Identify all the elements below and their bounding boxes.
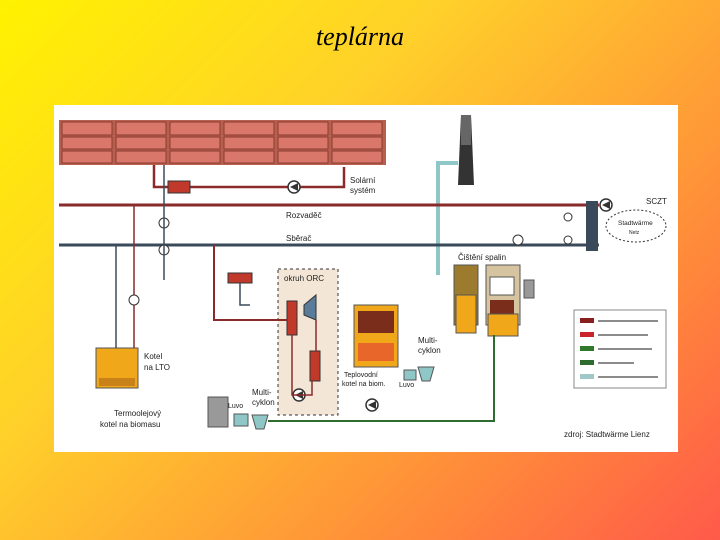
- multicyklon-right-label-1: Multi-: [418, 336, 438, 345]
- legend-swatch-1: [580, 318, 594, 323]
- termoolejovy-label-1: Termoolejový: [114, 409, 161, 418]
- lto-pump-icon: [128, 294, 140, 306]
- orc-piping: [291, 320, 317, 396]
- luvo-right-label: Luvo: [399, 382, 414, 389]
- sczt-pump-arrow: [602, 201, 610, 209]
- hot-water-boiler-fire: [358, 343, 394, 361]
- solar-label-2: systém: [350, 186, 376, 195]
- flue-filter-2-bottom: [490, 300, 514, 314]
- orc-supply-pipe: [213, 245, 287, 321]
- left-exchanger-pipe: [239, 283, 250, 306]
- multicyklon-right: [417, 366, 435, 382]
- header-valves: [158, 212, 573, 256]
- luvo-right: [403, 369, 417, 381]
- cisteni-label: Čištění spalin: [458, 253, 506, 262]
- legend: [573, 309, 667, 389]
- sberac-label: Sběrač: [286, 234, 311, 243]
- thermal-oil-boiler: [207, 396, 229, 428]
- termoolejovy-label-2: kotel na biomasu: [100, 420, 160, 429]
- solar-collectors: [59, 120, 386, 165]
- multicyklon-left-label-1: Multi-: [252, 388, 272, 397]
- orc-heat-exchanger-2: [309, 350, 321, 382]
- orc-label: okruh ORC: [284, 274, 324, 283]
- sczt-connector: [586, 201, 598, 251]
- flue-filter-2-window: [489, 276, 515, 296]
- bottom-pump-arrow: [368, 401, 376, 409]
- luvo-left: [233, 413, 249, 427]
- sczt-label: SCZT: [646, 197, 667, 206]
- stadtwarme-label-1: Stadtwärme: [618, 220, 653, 227]
- legend-swatch-2: [580, 332, 594, 337]
- district-heating-network: [605, 209, 667, 243]
- legend-swatch-3: [580, 346, 594, 351]
- kotel-lto-label-1: Kotel: [144, 352, 162, 361]
- solar-pump-arrow: [290, 183, 298, 191]
- chimney-top: [461, 115, 471, 145]
- orc-circuit-box: [277, 268, 339, 416]
- orc-heat-exchanger-1: [286, 300, 298, 336]
- teplovodni-label-2: kotel na biom.: [342, 381, 386, 388]
- teplovodni-label-1: Teplovodní: [344, 372, 378, 379]
- legend-swatch-5: [580, 374, 594, 379]
- solar-label-1: Solární: [350, 176, 376, 185]
- flue-gas-duct: [436, 161, 458, 275]
- left-heat-exchanger: [227, 272, 253, 284]
- hot-water-boiler-top: [358, 311, 394, 333]
- diagram-svg: Solární systém Rozvaděč Sběrač SCZT Stad…: [59, 115, 667, 439]
- flue-gas-return-line: [268, 335, 495, 422]
- legend-swatch-4: [580, 360, 594, 365]
- source-label: zdroj: Stadtwärme Lienz: [564, 430, 650, 439]
- rozvadec-label: Rozvaděč: [286, 211, 322, 220]
- multicyklon-left: [251, 414, 269, 430]
- flue-filter-1-base: [455, 294, 477, 334]
- solar-loop-pipe: [152, 165, 346, 189]
- flue-filter-2-base: [487, 313, 519, 337]
- multicyklon-right-label-2: cyklon: [418, 346, 441, 355]
- multicyklon-left-label-2: cyklon: [252, 398, 275, 407]
- solar-heat-exchanger: [167, 180, 191, 194]
- flue-fan: [523, 279, 535, 299]
- stadtwarme-label-2: Netz: [629, 230, 640, 236]
- solar-panel-row: [61, 121, 383, 164]
- heating-plant-diagram: Solární systém Rozvaděč Sběrač SCZT Stad…: [54, 105, 678, 452]
- lto-boiler-base: [99, 378, 135, 386]
- kotel-lto-label-2: na LTO: [144, 363, 170, 372]
- slide-title: teplárna: [315, 22, 405, 51]
- luvo-left-label: Luvo: [228, 403, 243, 410]
